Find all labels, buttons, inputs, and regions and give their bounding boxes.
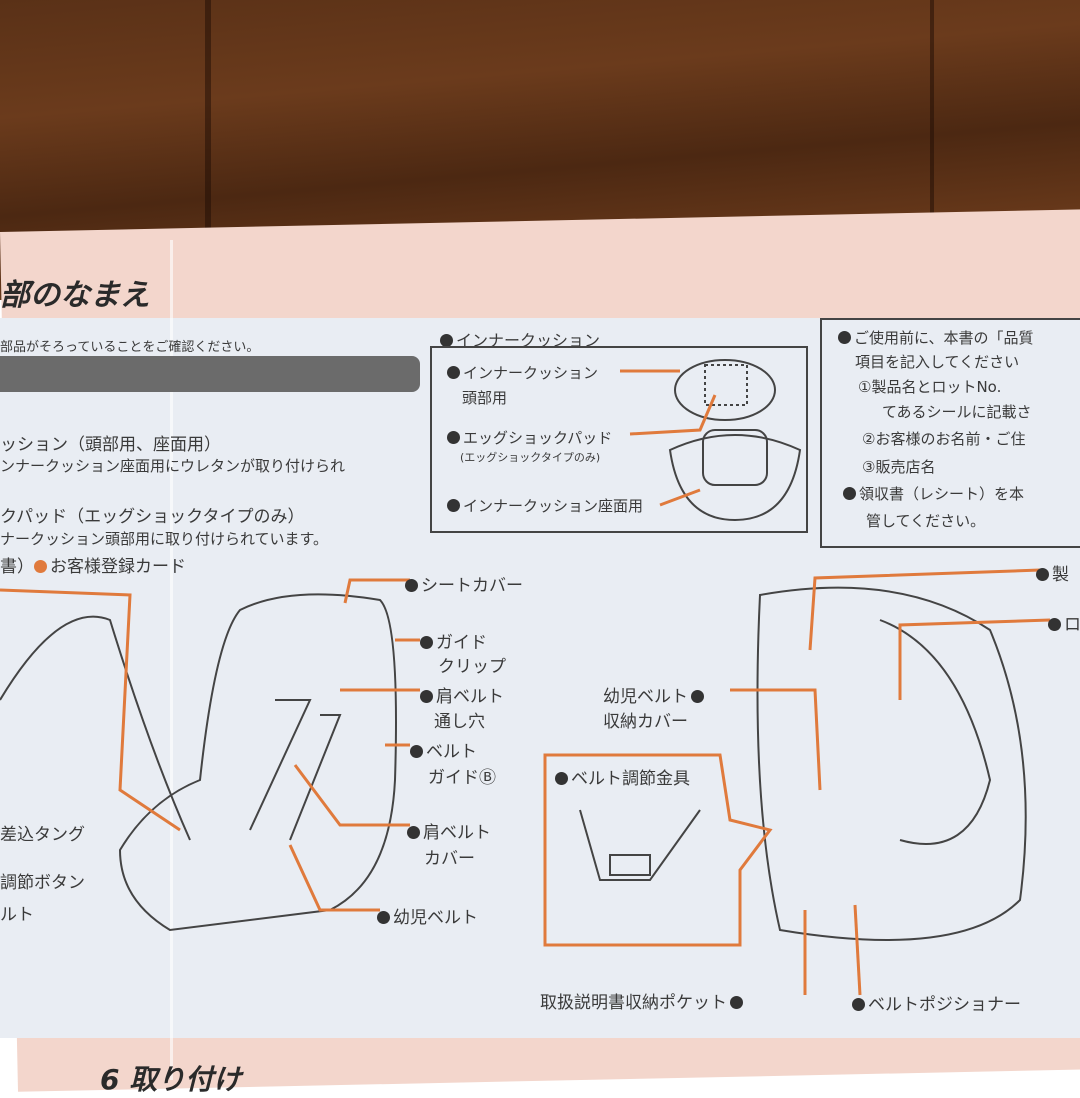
parts-line: クパッド（エッグショックタイプのみ）	[0, 507, 305, 527]
inner-cushion-title: インナークッション	[440, 327, 600, 351]
label-text: ロ	[1064, 615, 1080, 635]
head-cushion-text: インナークッション	[463, 364, 599, 382]
rear-seat-drawing	[756, 586, 1027, 941]
label-text: ベルト調節金具	[571, 769, 690, 789]
bullet-icon	[407, 826, 420, 839]
bullet-icon	[1048, 618, 1061, 631]
seat-cushion-text: インナークッション座面用	[463, 497, 644, 515]
label-infant-belt: 幼児ベルト	[377, 903, 478, 928]
docs-prefix: 書）	[0, 557, 34, 577]
wood-grain	[930, 0, 934, 300]
bullet-icon	[1036, 568, 1049, 581]
notice-item: ③販売店名	[862, 458, 936, 476]
notice-box	[820, 318, 1080, 548]
inner-cushion-title-text: インナークッション	[456, 331, 601, 350]
notice-item: てあるシールに記載さ	[882, 403, 1032, 421]
bullet-icon	[555, 772, 568, 785]
notice-line: 項目を記入してください	[855, 353, 1020, 371]
notice-line: 領収書（レシート）を本	[843, 483, 1024, 504]
bullet-icon	[420, 636, 433, 649]
intro-text: 部品がそろっていることをご確認ください。	[0, 340, 260, 355]
label-shoulder-cover-2: カバー	[424, 849, 475, 869]
parts-line: ナークッション頭部用に取り付けられています。	[0, 530, 329, 548]
label-text: 肩ベルト	[423, 823, 491, 843]
label-text: ベルト	[426, 742, 477, 762]
wood-grain	[205, 0, 211, 300]
label-text: ベルトポジショナー	[868, 995, 1021, 1015]
egg-pad-drawing	[704, 364, 748, 406]
paper-fold	[170, 240, 173, 1080]
label-shoulder-hole: 肩ベルト	[420, 682, 504, 707]
label-adjust-button: 調節ボタン	[0, 873, 85, 893]
label-seat-cover: シートカバー	[405, 571, 523, 596]
notice-line: ご使用前に、本書の「品質	[838, 327, 1034, 348]
label-belt-positioner: ベルトポジショナー	[852, 990, 1021, 1015]
bullet-icon	[447, 431, 460, 444]
label-product: 製	[1036, 560, 1069, 585]
label-text: シートカバー	[421, 576, 523, 596]
label-manual-pocket: 取扱説明書収納ポケット	[540, 988, 746, 1013]
label-text: 幼児ベルト	[603, 687, 688, 707]
leader-lines	[0, 369, 1051, 996]
bullet-icon	[447, 499, 460, 512]
label-infant-belt-cover: 幼児ベルト	[603, 682, 707, 707]
notice-item: ②お客様のお名前・ご住	[862, 430, 1026, 448]
egg-pad-label: エッグショックパッド	[447, 427, 612, 448]
label-shoulder-cover: 肩ベルト	[407, 818, 491, 843]
parts-line: ッション（頭部用、座面用）	[0, 435, 221, 455]
label-belt-guide: ベルト	[410, 737, 477, 762]
bullet-icon	[852, 998, 865, 1011]
cushion-drawings	[668, 359, 802, 522]
bullet-icon	[377, 911, 390, 924]
label-text: 製	[1052, 565, 1069, 585]
label-text: ガイド	[436, 633, 487, 653]
label-belt-guide-2: ガイドⒷ	[428, 768, 496, 788]
parts-line: ンナークッション座面用にウレタンが取り付けられ	[0, 457, 346, 475]
bullet-icon	[34, 560, 47, 573]
seat-cushion-label: インナークッション座面用	[447, 495, 643, 516]
notice-line: 管してください。	[866, 512, 986, 530]
bullet-icon	[420, 690, 433, 703]
bullet-icon	[440, 334, 453, 347]
notice-text: ご使用前に、本書の「品質	[854, 329, 1034, 347]
head-cushion-sub: 頭部用	[462, 389, 508, 407]
label-belt: ルト	[0, 905, 34, 925]
egg-pad-text: エッグショックパッド	[463, 429, 613, 447]
label-guide-clip: ガイド	[420, 628, 487, 653]
inner-cushion-box	[430, 346, 808, 533]
docs-line: 書） お客様登録カード	[0, 552, 186, 577]
bullet-icon	[410, 745, 423, 758]
bullet-icon	[405, 579, 418, 592]
label-belt-adjuster: ベルト調節金具	[555, 764, 690, 789]
label-text: 幼児ベルト	[393, 908, 478, 928]
egg-pad-sub: (エッグショックタイプのみ)	[460, 451, 601, 464]
bullet-icon	[447, 366, 460, 379]
notice-text: 領収書（レシート）を本	[859, 485, 1025, 503]
label-text: 肩ベルト	[436, 687, 504, 707]
front-seat-drawing	[0, 593, 397, 932]
label-lot: ロ	[1048, 610, 1080, 635]
bullet-icon	[843, 487, 856, 500]
label-shoulder-hole-2: 通し穴	[434, 712, 485, 732]
seat-cushion-drawing	[668, 434, 802, 522]
registration-card: お客様登録カード	[50, 557, 186, 577]
head-cushion-label: インナークッション	[447, 362, 598, 383]
next-section-heading: 6 取り付け	[100, 1063, 242, 1096]
label-infant-belt-cover-2: 収納カバー	[603, 712, 688, 732]
section-heading: 部のなまえ	[0, 278, 150, 313]
belt-adjuster-drawing	[579, 809, 701, 881]
label-tongue: 差込タング	[0, 825, 85, 845]
bullet-icon	[691, 690, 704, 703]
gray-header-bar	[0, 356, 420, 392]
bullet-icon	[730, 996, 743, 1009]
label-text: 取扱説明書収納ポケット	[540, 993, 727, 1013]
bullet-icon	[838, 331, 851, 344]
label-guide-clip-2: クリップ	[438, 657, 506, 677]
head-cushion-drawing	[674, 359, 776, 421]
notice-item: ①製品名とロットNo.	[858, 378, 1002, 396]
